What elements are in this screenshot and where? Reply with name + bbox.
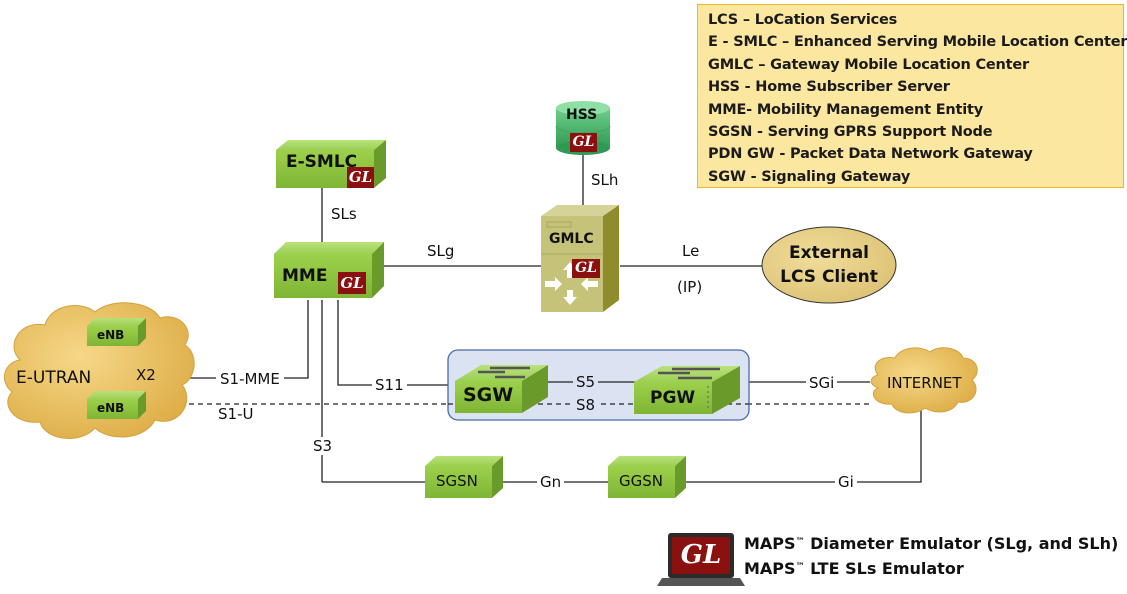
gmlc-label: GMLC [549,231,594,247]
legend-entry: MME- Mobility Management Entity [708,101,984,118]
esmlc-label: E-SMLC [286,152,358,172]
enb-top-box [87,318,146,346]
link-s1-mme [186,300,309,379]
legend-entry: SGW - Signaling Gateway [708,168,911,185]
external-lcs-client-label: External LCS Client [762,241,896,289]
legend-entry: LCS – LoCation Services [708,12,898,28]
pgw-switch-box [634,366,740,414]
interface-sgi-label: SGi [806,374,838,392]
internet-label: INTERNET [887,374,962,392]
interface-gn-label: Gn [537,473,565,491]
legend-entry: PDN GW - Packet Data Network Gateway [708,146,1033,163]
trademark-symbol: ™ [795,562,805,572]
internet-cloud [870,347,978,414]
product-description: LTE SLs Emulator [804,559,964,578]
external-lcs-client-ellipse [761,226,897,304]
acronym-legend: LCS – LoCation Services E - SMLC – Enhan… [697,4,1127,188]
laptop-gl-logo: GL [680,540,722,570]
sgw-switch-arrows-icon [478,366,530,379]
external-lcs-client-line2: LCS Client [780,267,878,287]
eutran-cloud [3,302,195,439]
product-list: MAPS™ Diameter Emulator (SLg, and SLh) M… [744,531,1118,581]
pgw-label: PGW [650,388,696,408]
legend-entry: GMLC – Gateway Mobile Location Center [708,56,1029,73]
interface-le-label: Le [682,242,700,260]
sgsn-box [425,456,503,498]
link-s11 [337,300,455,386]
gl-badge-icon: GL [570,133,597,152]
eutran-label: E-UTRAN [16,368,92,388]
interface-slg-label: SLg [427,242,455,260]
interface-gi-label: Gi [835,473,857,491]
interface-s11-label: S11 [372,376,407,394]
gl-badge-icon: GL [572,259,600,278]
enb-top-label: eNB [97,328,125,342]
interface-s1-mme-label: S1-MME [216,370,284,388]
gl-badge-icon: GL [338,272,366,294]
enb-bottom-label: eNB [97,401,125,415]
interface-s3-label: S3 [313,437,333,455]
mme-label: MME [282,266,328,286]
product-name: MAPS [744,534,796,553]
enb-bottom-box [87,391,146,419]
connection-lines [118,152,922,483]
trademark-symbol: ™ [795,537,805,547]
interface-slh-label: SLh [591,171,619,189]
interface-s1-u-label: S1-U [218,405,254,423]
interface-sls-label: SLs [331,205,357,223]
pgw-switch-arrows-icon [658,367,720,380]
sgsn-label: SGSN [436,472,478,490]
external-lcs-client-line1: External [788,243,870,263]
product-description: Diameter Emulator (SLg, and SLh) [804,534,1119,553]
sgw-label: SGW [463,384,514,406]
sgw-switch-box [455,365,548,413]
gl-badge-icon: GL [347,167,374,188]
legend-entry: HSS - Home Subscriber Server [708,79,950,96]
legend-entry: SGSN - Serving GPRS Support Node [708,124,993,141]
interface-s8-label: S8 [573,396,599,414]
interface-ip-label: (IP) [677,278,703,296]
product-name: MAPS [744,559,796,578]
hss-label: HSS [566,107,598,123]
product-lte-sls-emulator: MAPS™ LTE SLs Emulator [744,556,1118,581]
link-gi [685,410,922,483]
legend-entry: E - SMLC – Enhanced Serving Mobile Locat… [708,34,1127,51]
ggsn-box [608,456,686,498]
ggsn-label: GGSN [619,472,663,490]
interface-x2-label: X2 [136,366,156,384]
product-diameter-emulator: MAPS™ Diameter Emulator (SLg, and SLh) [744,531,1118,556]
laptop-icon [657,533,745,586]
interface-s5-label: S5 [573,373,599,391]
